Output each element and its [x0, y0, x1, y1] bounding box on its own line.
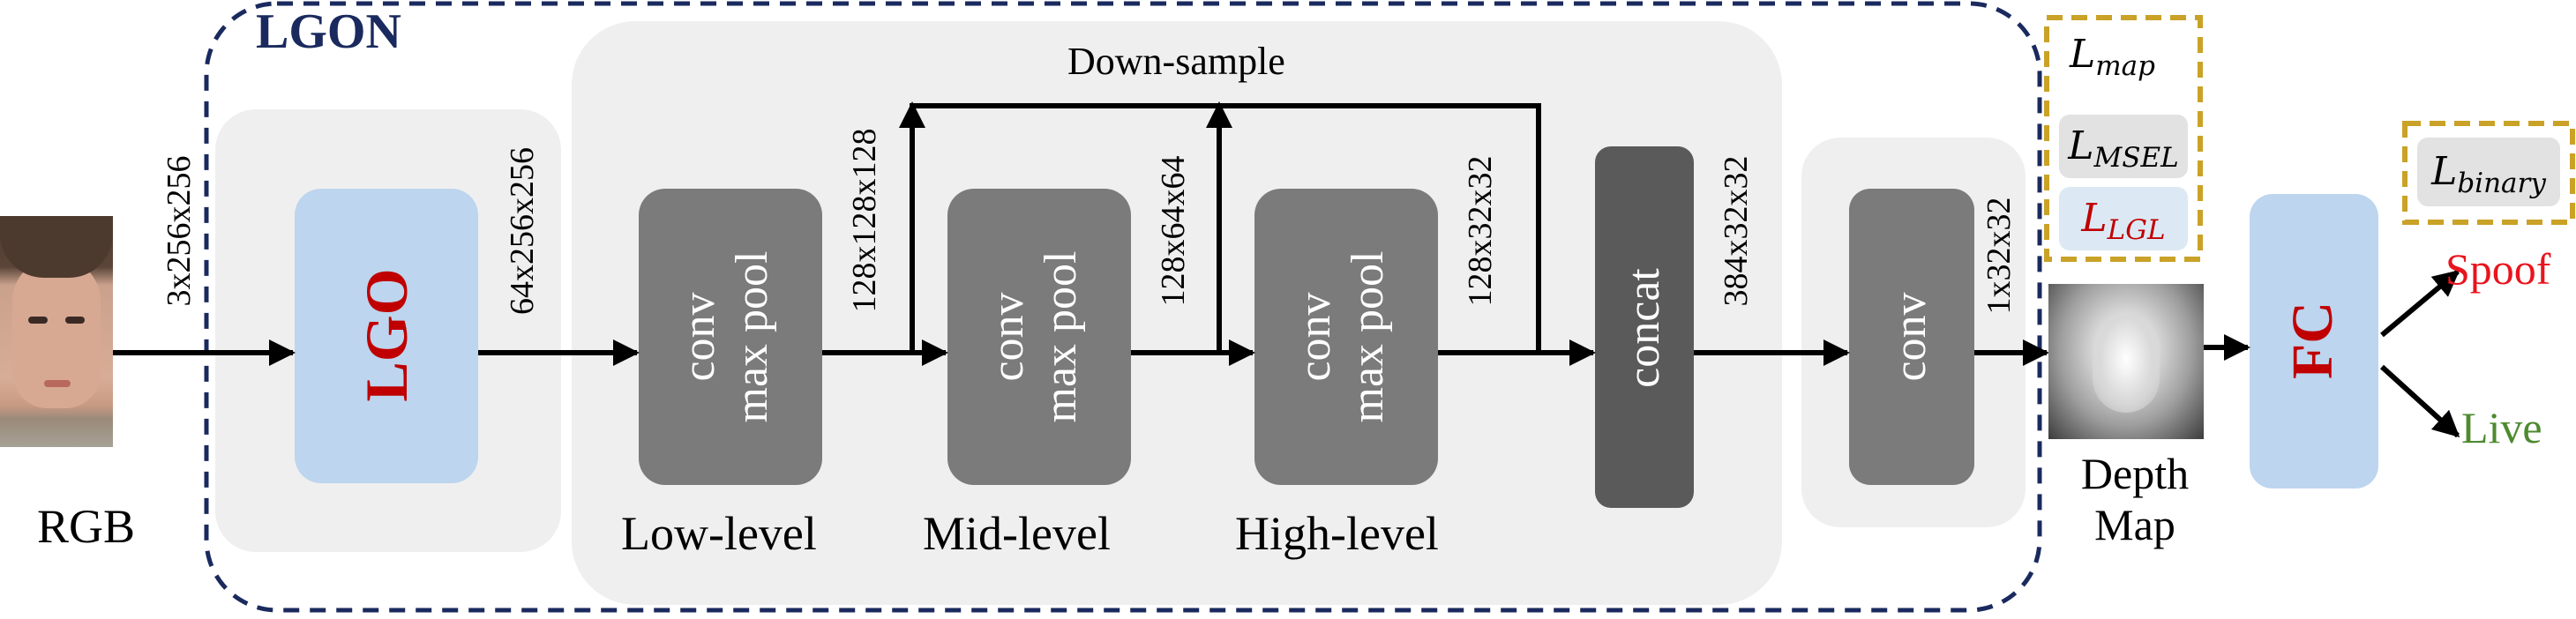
- lgo-block: [295, 189, 478, 483]
- depth-map-label: Depth Map: [2056, 448, 2214, 550]
- conv-high-line2: max pool: [1342, 250, 1393, 423]
- eye-left: [28, 317, 48, 324]
- input-label: RGB: [37, 500, 136, 553]
- loss-binary-main: L: [2431, 149, 2458, 194]
- loss-map: Lmap: [2070, 32, 2155, 82]
- conv-mid-line1: conv: [983, 292, 1033, 382]
- depth-highlight: [2093, 316, 2160, 413]
- loss-binary-sub: binary: [2457, 168, 2546, 199]
- conv-block-high: [1254, 189, 1438, 485]
- depth-map-label-line2: Map: [2094, 500, 2175, 549]
- conv-block-low: [639, 189, 822, 485]
- concat-block: [1595, 146, 1694, 508]
- conv-low-line2: max pool: [726, 250, 777, 423]
- conv-block-mid: [947, 189, 1131, 485]
- loss-map-main: L: [2070, 32, 2096, 77]
- loss-msel: LMSEL: [2059, 115, 2188, 178]
- stage-mid-level: Mid-level: [923, 507, 1111, 560]
- concat-label: concat: [1619, 268, 1669, 388]
- eye-right: [65, 317, 85, 324]
- lgo-block-label: LGO: [353, 268, 420, 402]
- stage-high-level: High-level: [1235, 507, 1439, 560]
- loss-msel-sub: MSEL: [2093, 142, 2179, 174]
- dim-lgo-out: 64x256x256: [504, 147, 541, 315]
- final-conv-label: conv: [1885, 292, 1936, 382]
- depth-loss-box: [2044, 15, 2203, 262]
- dim-concat-out: 384x32x32: [1718, 155, 1755, 307]
- backbone-panel: [572, 21, 1782, 605]
- conv-high-line1: conv: [1290, 292, 1340, 382]
- conv-low-line1: conv: [674, 292, 724, 382]
- loss-lgl-main: L: [2081, 196, 2108, 241]
- fc-block: [2250, 194, 2378, 488]
- depth-map-label-line1: Depth: [2080, 449, 2190, 498]
- downsample-label: Down-sample: [1067, 40, 1285, 83]
- face-hair: [0, 216, 113, 278]
- dim-input: 3x256x256: [161, 155, 198, 307]
- final-conv-block: [1849, 189, 1974, 485]
- output-live: Live: [2461, 403, 2542, 452]
- arrow-fc-spoof: [2380, 269, 2460, 338]
- mouth: [44, 380, 71, 387]
- input-face-image: [0, 216, 113, 447]
- loss-lgl: LLGL: [2059, 187, 2188, 250]
- depth-map-image: [2048, 284, 2204, 439]
- conv-block-mid-label: conv max pool: [982, 205, 1097, 469]
- loss-lgl-sub: LGL: [2107, 214, 2166, 246]
- loss-map-sub: map: [2095, 50, 2155, 82]
- dim-mid-out: 128x64x64: [1155, 155, 1192, 307]
- conv-mid-line2: max pool: [1035, 250, 1086, 423]
- stage-low-level: Low-level: [621, 507, 817, 560]
- output-spoof: Spoof: [2445, 244, 2551, 294]
- binary-loss-box: [2402, 121, 2575, 225]
- loss-binary: Lbinary: [2417, 138, 2560, 206]
- conv-block-high-label: conv max pool: [1289, 205, 1404, 469]
- dim-low-out: 128x128x128: [846, 128, 883, 313]
- fc-label: FC: [2280, 302, 2345, 379]
- conv-block-low-label: conv max pool: [673, 205, 788, 469]
- arrow-fc-live: [2379, 364, 2460, 438]
- dim-conv-out: 1x32x32: [1981, 197, 2018, 315]
- lgon-title: LGON: [256, 4, 401, 59]
- loss-msel-main: L: [2068, 123, 2094, 168]
- dim-high-out: 128x32x32: [1462, 155, 1499, 307]
